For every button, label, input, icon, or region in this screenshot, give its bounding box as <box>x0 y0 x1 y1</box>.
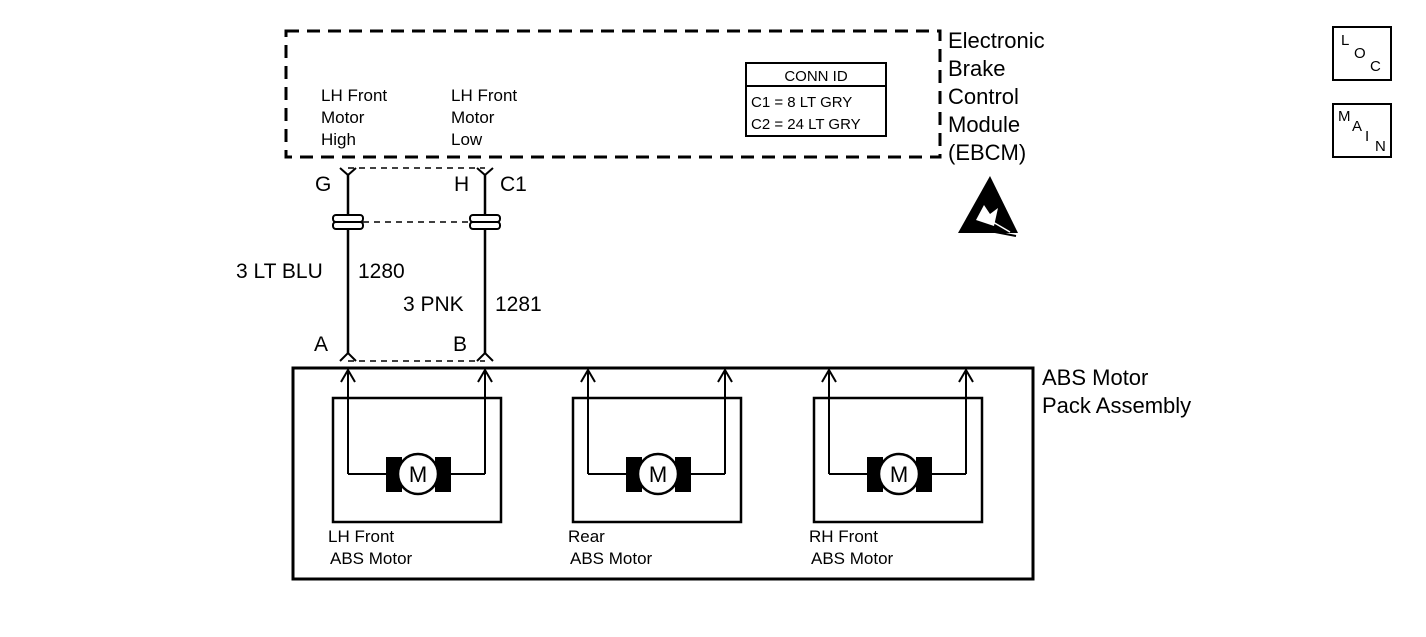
assembly-name: ABS Motor Pack Assembly <box>1042 365 1191 418</box>
pin-g-label: G <box>315 173 331 196</box>
arrow-icon <box>340 368 356 383</box>
motor-label-line2: ABS Motor <box>811 549 894 568</box>
pin-a-label: A <box>314 333 328 356</box>
pin-label-line: High <box>321 130 356 149</box>
ebcm-name-line: Control <box>948 84 1019 109</box>
main-letter: A <box>1352 118 1363 135</box>
loc-letter: O <box>1354 45 1366 62</box>
pin-label-line: Low <box>451 130 483 149</box>
pin-label-line: Motor <box>451 108 495 127</box>
motor-brush <box>435 457 451 492</box>
ebcm-pin-label-high: LH Front Motor High <box>321 86 387 149</box>
motor-box <box>812 396 984 524</box>
arrow-icon <box>958 368 974 383</box>
ebcm-box <box>284 29 942 159</box>
ebcm-pin-label-low: LH Front Motor Low <box>451 86 517 149</box>
inline-splice-1281 <box>469 214 501 230</box>
main-letter: N <box>1375 138 1386 155</box>
arrow-icon <box>580 368 596 383</box>
conn-id-title: CONN ID <box>784 68 848 85</box>
ebcm-name-line: Module <box>948 112 1020 137</box>
motor-brush <box>386 457 402 492</box>
loc-letter: C <box>1370 58 1381 75</box>
assembly-name-line: ABS Motor <box>1042 365 1148 390</box>
esd-warning-icon <box>958 176 1018 237</box>
motor-symbol: M <box>649 462 667 487</box>
assembly-name-line: Pack Assembly <box>1042 393 1191 418</box>
ebcm-name: Electronic Brake Control Module (EBCM) <box>948 28 1045 165</box>
motor-symbol: M <box>890 462 908 487</box>
motor-icon <box>636 452 680 496</box>
pin-b-label: B <box>453 333 467 356</box>
motor-label-line2: ABS Motor <box>330 549 413 568</box>
ebcm-name-line: Electronic <box>948 28 1045 53</box>
pin-label-line: LH Front <box>321 86 387 105</box>
motor-brush <box>916 457 932 492</box>
motor-brush <box>626 457 642 492</box>
motor-label-line1: Rear <box>568 527 605 546</box>
abs-motor-pack-box <box>291 366 1035 581</box>
arrow-icon <box>821 368 837 383</box>
arrow-icon <box>717 368 733 383</box>
motor-box <box>571 396 743 524</box>
wire-1281-circuit: 1281 <box>495 293 542 316</box>
motor-label-line1: LH Front <box>328 527 394 546</box>
motor-icon <box>396 452 440 496</box>
ebcm-name-line: (EBCM) <box>948 140 1026 165</box>
connector-c1: G H C1 <box>315 167 527 196</box>
main-button[interactable]: M A I N <box>1332 103 1392 158</box>
motor-label-line1: RH Front <box>809 527 878 546</box>
ebcm-name-line: Brake <box>948 56 1005 81</box>
pin-label-line: LH Front <box>451 86 517 105</box>
inline-splice-1280 <box>332 214 364 230</box>
pin-label-line: Motor <box>321 108 365 127</box>
loc-button[interactable]: L O C <box>1332 26 1392 81</box>
main-letter: I <box>1365 128 1370 145</box>
loc-letter: L <box>1341 32 1350 49</box>
wire-1280-size-color: 3 LT BLU <box>236 260 323 283</box>
conn-id-c2: C2 = 24 LT GRY <box>751 116 861 133</box>
pin-h-label: H <box>454 173 469 196</box>
motor-brush <box>867 457 883 492</box>
motor-brush <box>675 457 691 492</box>
conn-id-table: CONN ID C1 = 8 LT GRY C2 = 24 LT GRY <box>745 62 887 137</box>
motor-label-line2: ABS Motor <box>570 549 653 568</box>
conn-id-c1: C1 = 8 LT GRY <box>751 94 852 111</box>
motor-pack-connector: A B <box>314 333 494 362</box>
arrow-icon <box>477 368 493 383</box>
connector-name: C1 <box>500 173 527 196</box>
motor-icon <box>877 452 921 496</box>
motor-symbol: M <box>409 462 427 487</box>
main-letter: M <box>1338 108 1351 125</box>
wire-1280-circuit: 1280 <box>358 260 405 283</box>
wire-1281-size-color: 3 PNK <box>403 293 464 316</box>
motor-box <box>331 396 503 524</box>
